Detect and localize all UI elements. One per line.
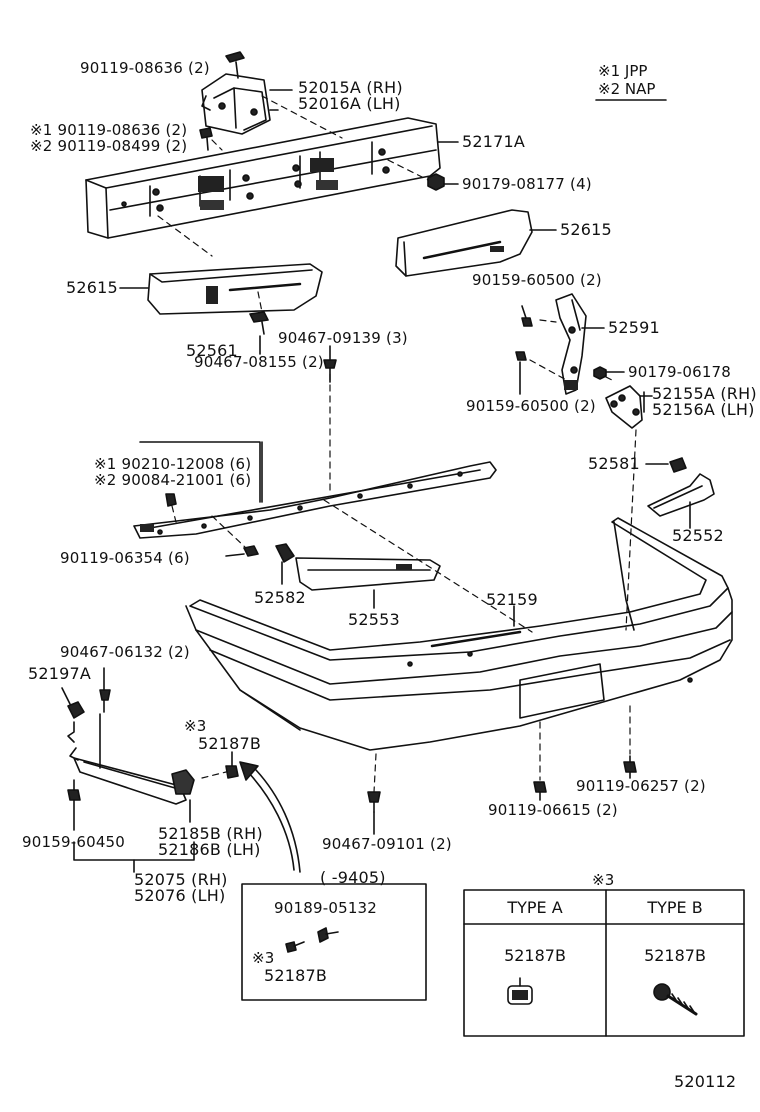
part-label: 52186B (LH) bbox=[158, 840, 261, 859]
bracket-52591 bbox=[555, 293, 587, 395]
part-label: 90179-08177 (4) bbox=[462, 175, 592, 193]
bolt-icon bbox=[521, 317, 533, 327]
clip-icon bbox=[225, 765, 239, 779]
legend-text: JPP bbox=[624, 62, 648, 80]
legend-text: NAP bbox=[624, 80, 656, 98]
screw-icon bbox=[653, 983, 698, 1016]
bolt-icon bbox=[533, 781, 547, 801]
diagram-number: 520112 bbox=[674, 1072, 737, 1091]
bolt-icon bbox=[199, 127, 213, 151]
part-label: 90119-06354 (6) bbox=[60, 549, 190, 567]
note-mark: ※3 bbox=[592, 871, 615, 889]
part-label: 52159 bbox=[486, 590, 538, 609]
part-label: 52591 bbox=[608, 318, 660, 337]
part-label: 52552 bbox=[672, 526, 724, 545]
part-label: 90467-09139 (3) bbox=[278, 329, 408, 347]
part-label: ※2 90119-08499 (2) bbox=[30, 137, 188, 155]
table-header-type-a: TYPE A bbox=[507, 898, 563, 917]
bracket-52155A bbox=[605, 385, 643, 429]
clip-icon bbox=[323, 359, 337, 383]
table-cell-part: 52187B bbox=[644, 946, 706, 965]
table-header-type-b: TYPE B bbox=[647, 898, 703, 917]
part-label: 90119-06615 (2) bbox=[488, 801, 618, 819]
part-label: ※2 90084-21001 (6) bbox=[94, 471, 252, 489]
part-label: 90159-60500 (2) bbox=[472, 271, 602, 289]
part-label: 52076 (LH) bbox=[134, 886, 226, 905]
clip-icon bbox=[165, 493, 177, 507]
part-label: 52075 (RH) bbox=[134, 870, 228, 889]
clip-icon bbox=[507, 977, 533, 1005]
part-label: 52171A bbox=[462, 132, 526, 151]
part-label: 90467-06132 (2) bbox=[60, 643, 190, 661]
part-label: 52156A (LH) bbox=[652, 400, 755, 419]
legend-mark: ※2 bbox=[598, 80, 621, 98]
part-label: 52561 bbox=[186, 341, 238, 360]
clip-icon bbox=[669, 457, 687, 473]
bumper-end-52615-right bbox=[395, 209, 533, 277]
part-label: 52615 bbox=[560, 220, 612, 239]
part-label: 90179-06178 bbox=[628, 363, 732, 381]
part-label: ※1 90119-08636 (2) bbox=[30, 121, 188, 139]
part-label: 52581 bbox=[588, 454, 640, 473]
table-cell-part: 52187B bbox=[504, 946, 566, 965]
legend-jpp: ※1 JPP bbox=[598, 62, 647, 80]
bracket-52185B bbox=[171, 769, 195, 795]
part-label: 90159-60450 bbox=[22, 833, 126, 851]
bolt-icon bbox=[243, 545, 259, 557]
part-label: 52187B bbox=[264, 966, 328, 985]
clip-icon bbox=[275, 543, 295, 563]
bumper-end-52615-left bbox=[147, 263, 323, 315]
part-label: 90189-05132 bbox=[274, 899, 378, 917]
part-label: ※1 90210-12008 (6) bbox=[94, 455, 252, 473]
part-label: 90467-09101 (2) bbox=[322, 835, 452, 853]
part-label: 90159-60500 (2) bbox=[466, 397, 596, 415]
bumper-cover-52159 bbox=[185, 517, 733, 751]
bumper-reinforcement-52171A bbox=[85, 117, 441, 239]
bolt-icon bbox=[623, 755, 637, 773]
part-label: 52582 bbox=[254, 588, 306, 607]
clip-icon bbox=[67, 701, 85, 743]
part-label: 90467-08155 (2) bbox=[194, 353, 324, 371]
note-mark: ※3 bbox=[184, 717, 207, 735]
part-label: 52187B bbox=[198, 734, 262, 753]
legend-nap: ※2 NAP bbox=[598, 80, 655, 98]
clip-icon bbox=[367, 791, 381, 813]
part-label: 52615 bbox=[66, 278, 118, 297]
bolt-icon bbox=[67, 779, 81, 801]
bolt-icon bbox=[515, 351, 527, 361]
part-label: 52155A (RH) bbox=[652, 384, 757, 403]
legend-mark: ※1 bbox=[598, 62, 621, 80]
part-label: 90119-06257 (2) bbox=[576, 777, 706, 795]
bracket-52015A bbox=[201, 73, 271, 135]
bolt-icon bbox=[317, 927, 339, 943]
part-label: 52197A bbox=[28, 664, 92, 683]
part-label: 52553 bbox=[348, 610, 400, 629]
part-label: 90119-08636 (2) bbox=[80, 59, 210, 77]
clip-icon bbox=[99, 689, 111, 713]
nut-icon bbox=[427, 173, 445, 191]
retainer-52561 bbox=[133, 461, 497, 539]
type-table-frame bbox=[463, 889, 745, 1037]
note-mark: ※3 bbox=[252, 949, 275, 967]
part-label: 52015A (RH) bbox=[298, 78, 403, 97]
moulding-52553 bbox=[295, 557, 441, 591]
moulding-52075 bbox=[69, 747, 187, 805]
clip-icon bbox=[285, 941, 305, 953]
part-label: 52016A (LH) bbox=[298, 94, 401, 113]
part-label: 52185B (RH) bbox=[158, 824, 263, 843]
moulding-52552 bbox=[647, 473, 715, 517]
clip-icon bbox=[249, 311, 269, 335]
date-range-label: ( -9405) bbox=[320, 868, 386, 887]
inset-box bbox=[241, 883, 427, 1001]
nut-icon bbox=[593, 366, 607, 380]
